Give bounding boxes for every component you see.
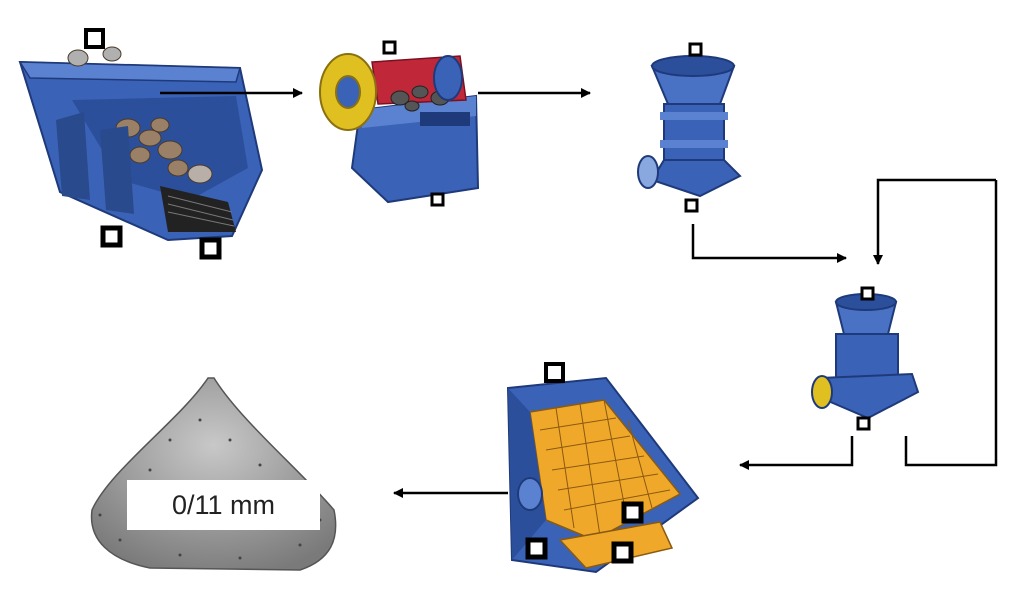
recirculation-loop [904, 180, 998, 467]
marker-box [100, 225, 123, 248]
cone-crusher-secondary [637, 42, 742, 213]
vibrating-screen [506, 362, 700, 574]
marker-box [525, 537, 548, 560]
cone-crusher-tertiary [811, 286, 920, 431]
marker-box [860, 286, 875, 301]
marker-box [621, 501, 644, 524]
product-size-label: 0/11 mm [127, 480, 320, 530]
marker-box [430, 192, 445, 207]
marker-box [611, 541, 634, 564]
arrow-tertiary-to-screen [739, 436, 854, 470]
flow-arrows [160, 88, 998, 498]
marker-box [199, 237, 222, 260]
marker-box [688, 42, 703, 57]
marker-box [684, 198, 699, 213]
marker-box [856, 416, 871, 431]
vibrating-feeder [18, 28, 264, 260]
marker-box [84, 28, 105, 49]
jaw-crusher [319, 40, 480, 207]
arrow-cone-to-tertiary [691, 224, 847, 263]
arrow-recirculation-in [873, 178, 996, 265]
product-pile [90, 377, 337, 571]
marker-box [382, 40, 397, 55]
marker-box [544, 362, 565, 383]
